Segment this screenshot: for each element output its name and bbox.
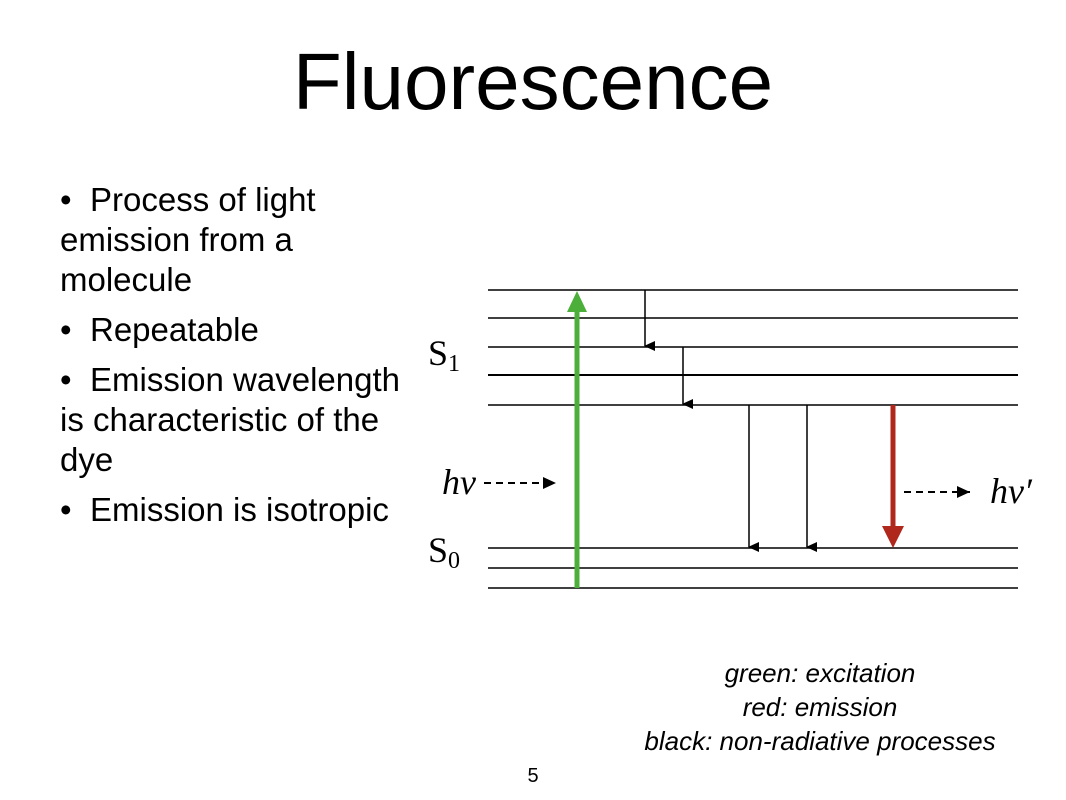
bullet-item: •Process of light emission from a molecu… bbox=[60, 180, 400, 300]
bullet-text: Process of light emission from a molecul… bbox=[60, 181, 316, 298]
color-legend: green: excitation red: emission black: n… bbox=[570, 656, 1066, 758]
legend-red: red: emission bbox=[742, 692, 898, 722]
slide-title: Fluorescence bbox=[292, 37, 774, 126]
excitation-arrow bbox=[567, 291, 587, 588]
s0-levels bbox=[488, 547, 1018, 589]
bullet-item: • Repeatable bbox=[60, 310, 400, 350]
page-number: 5 bbox=[527, 765, 539, 787]
s0-label: S0 bbox=[428, 530, 460, 574]
bullet-text: Emission wavelength is characteristic of… bbox=[60, 361, 400, 478]
bullet-dot-icon: • bbox=[60, 361, 72, 398]
emission-arrow bbox=[882, 405, 904, 548]
s1-label: S1 bbox=[428, 333, 460, 377]
photon-in-label: hν bbox=[442, 462, 476, 502]
bullet-list: •Process of light emission from a molecu… bbox=[60, 180, 400, 540]
bullet-item: •Emission wavelength is characteristic o… bbox=[60, 360, 400, 480]
legend-black: black: non-radiative processes bbox=[644, 726, 996, 756]
bullet-dot-icon: • bbox=[60, 311, 72, 348]
s1-levels bbox=[488, 289, 1018, 406]
legend-green: green: excitation bbox=[724, 658, 916, 688]
bullet-item: • Emission is isotropic bbox=[60, 490, 400, 530]
bullet-dot-icon: • bbox=[60, 181, 72, 218]
bullet-dot-icon: • bbox=[60, 491, 72, 528]
bullet-text: Repeatable bbox=[90, 311, 259, 348]
bullet-text: Emission is isotropic bbox=[90, 491, 389, 528]
photon-out-label: hν′ bbox=[990, 471, 1033, 511]
